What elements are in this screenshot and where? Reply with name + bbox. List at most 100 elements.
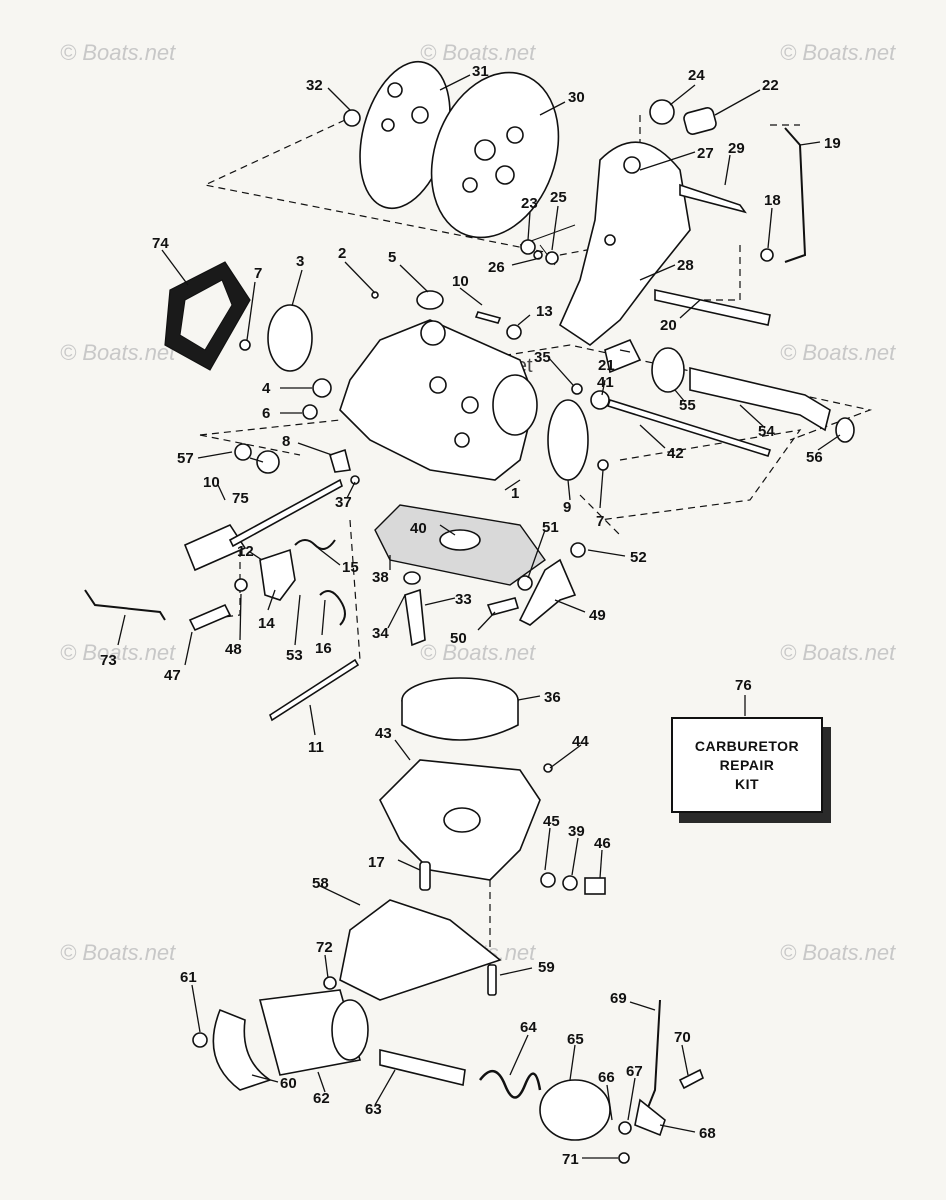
callout-label: 50 [450, 630, 467, 647]
callout-label: 12 [237, 543, 254, 560]
callout-label: 66 [598, 1069, 615, 1086]
callout-label: 16 [315, 640, 332, 657]
callout-label: 31 [472, 63, 489, 80]
callout-label: 28 [677, 257, 694, 274]
carburetor-body-1 [339, 319, 536, 481]
callout-label: 40 [410, 520, 427, 537]
callout-label: 75 [232, 490, 249, 507]
callout-label: 54 [758, 423, 775, 440]
callout-label: 15 [342, 559, 359, 576]
callout-label: 60 [280, 1075, 297, 1092]
callout-label: 13 [536, 303, 553, 320]
watermark: © Boats.net [780, 940, 896, 965]
callout-label: 37 [335, 494, 352, 511]
callout-label: 46 [594, 835, 611, 852]
callout-label: 42 [667, 445, 684, 462]
screw-29 [679, 183, 747, 214]
watermark: © Boats.net [420, 40, 536, 65]
callout-label: 17 [368, 854, 385, 871]
callout-label: 52 [630, 549, 647, 566]
callout-label: 7 [254, 265, 262, 282]
callout-label: 20 [660, 317, 677, 334]
solenoid-62 [258, 989, 362, 1076]
callout-label: 49 [589, 607, 606, 624]
nut-24 [649, 99, 675, 125]
parts [84, 60, 855, 1164]
callout-label: 63 [365, 1101, 382, 1118]
callout-label: 62 [313, 1090, 330, 1107]
callout-label: 19 [824, 135, 841, 152]
callout-label: 68 [699, 1125, 716, 1142]
callout-label: 55 [679, 397, 696, 414]
callout-label: 70 [674, 1029, 691, 1046]
watermark: © Boats.net [60, 940, 176, 965]
bracket-27 [558, 141, 691, 346]
plunger-63 [379, 1048, 466, 1086]
callout-label: 64 [520, 1019, 537, 1036]
shaft-20 [654, 289, 771, 326]
watermark: © Boats.net [420, 640, 536, 665]
callout-label: 43 [375, 725, 392, 742]
callout-label: 10 [203, 474, 220, 491]
callout-label: 9 [563, 499, 571, 516]
callout-label: 45 [543, 813, 560, 830]
callout-labels: 1 2 3 4 5 6 7 7 8 9 10 10 11 12 13 14 15… [100, 63, 841, 1168]
callout-label: 22 [762, 77, 779, 94]
leader-lines [117, 74, 841, 1159]
callout-label: 59 [538, 959, 555, 976]
callout-label: 38 [372, 569, 389, 586]
callout-label: 72 [316, 939, 333, 956]
shaft-54 [689, 366, 831, 432]
callout-label: 3 [296, 253, 304, 270]
callout-label: 48 [225, 641, 242, 658]
callout-label: 71 [562, 1151, 579, 1168]
callout-label: 34 [372, 625, 389, 642]
callout-label: 10 [452, 273, 469, 290]
callout-label: 30 [568, 89, 585, 106]
watermark: © Boats.net [780, 640, 896, 665]
callout-label: 18 [764, 192, 781, 209]
callout-label: 65 [567, 1031, 584, 1048]
callout-label: 27 [697, 145, 714, 162]
watermark: © Boats.net [60, 40, 176, 65]
callout-label: 6 [262, 405, 270, 422]
disc-3 [267, 304, 313, 372]
callout-label: 14 [258, 615, 275, 632]
watermark: © Boats.net [780, 40, 896, 65]
callout-label: 35 [534, 349, 551, 366]
callout-label: 47 [164, 667, 181, 684]
callout-label: 73 [100, 652, 117, 669]
callout-label: 44 [572, 733, 589, 750]
kit-label-line: CARBURETOR [694, 737, 800, 754]
callout-label: 51 [542, 519, 559, 536]
callout-label: 41 [597, 374, 614, 391]
callout-label: 25 [550, 189, 567, 206]
callout-label: 67 [626, 1063, 643, 1080]
cover-30 [430, 71, 560, 239]
callout-label: 53 [286, 647, 303, 664]
callout-label: 39 [568, 823, 585, 840]
kit-label-line: KIT [734, 775, 760, 792]
callout-label: 7 [596, 513, 604, 530]
callout-label: 74 [152, 235, 169, 252]
callout-label: 56 [806, 449, 823, 466]
callout-label: 36 [544, 689, 561, 706]
screw-32 [343, 109, 361, 127]
callout-label: 33 [455, 591, 472, 608]
callout-label: 8 [282, 433, 290, 450]
shaft-11 [269, 658, 360, 722]
callout-label: 11 [308, 739, 324, 756]
cap-65 [539, 1079, 611, 1141]
watermark: © Boats.net [780, 340, 896, 365]
callout-label: 32 [306, 77, 323, 94]
callout-label: 5 [388, 249, 396, 266]
callout-label: 23 [521, 195, 538, 212]
callout-label: 21 [598, 357, 615, 374]
callout-label: 4 [262, 380, 271, 397]
callout-label: 1 [511, 485, 519, 502]
callout-label: 57 [177, 450, 194, 467]
callout-label: 2 [338, 245, 346, 262]
callout-label: 58 [312, 875, 329, 892]
watermark: © Boats.net [60, 340, 176, 365]
